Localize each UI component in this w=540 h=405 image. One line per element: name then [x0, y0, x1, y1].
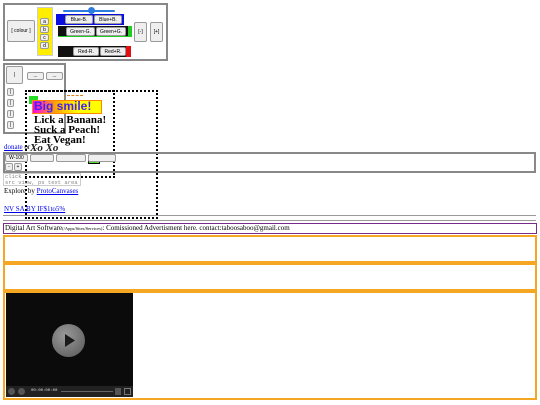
- protocanvases-link[interactable]: ProtoCanvases: [36, 187, 79, 195]
- nav-button-top[interactable]: |: [6, 66, 23, 84]
- video-time: 00:00:00:00: [31, 389, 58, 393]
- colour-button[interactable]: [ colour ]: [7, 20, 35, 42]
- separator-line-2: [3, 220, 536, 221]
- explore-line: Explore by ProtoCanvases: [4, 187, 78, 195]
- stop-icon[interactable]: [18, 388, 25, 395]
- textarea-line-1: click ...: [5, 173, 35, 180]
- volume-icon[interactable]: [115, 388, 121, 395]
- explore-prefix: Explore: [4, 187, 28, 195]
- ad-title: Digital Art Software: [5, 224, 63, 232]
- canvas-text-xoxo: Xo Xo: [30, 142, 59, 154]
- donate-link[interactable]: donate: [4, 143, 23, 151]
- canvas-text-banana: Lick a Banana!: [34, 114, 107, 126]
- toolbar-panel: [3, 152, 536, 173]
- canvas-frame-inner[interactable]: [25, 90, 115, 178]
- key-a[interactable]: a: [40, 18, 49, 25]
- video-player[interactable]: 00:00:00:00: [6, 293, 133, 397]
- canvas-text-vegan: Eat Vegan!: [34, 134, 86, 146]
- content-box-3: [3, 291, 537, 400]
- nav-button-2[interactable]: |: [7, 99, 14, 107]
- rewind-icon[interactable]: [8, 388, 15, 395]
- video-progress-track[interactable]: [61, 391, 113, 392]
- toolbar-button-1[interactable]: [30, 154, 54, 162]
- canvas-dashed-line: [67, 95, 83, 96]
- red-plus-button[interactable]: Red+R.: [100, 47, 126, 56]
- ad-contact-text: : Comissioned Advertisment here. contact…: [102, 224, 290, 232]
- toolbar-button-3[interactable]: [88, 154, 116, 162]
- color-slider-thumb[interactable]: [88, 7, 96, 14]
- canvas-text-big-smile: Big smile!: [34, 99, 92, 113]
- nav-button-4[interactable]: |: [7, 121, 14, 129]
- plus-button[interactable]: +: [14, 163, 22, 171]
- ad-small-text: (/Apps/Sites/Services): [62, 226, 103, 231]
- green-plus-button[interactable]: Green+G.: [96, 27, 126, 36]
- toolbar-button-2[interactable]: [56, 154, 86, 162]
- play-button[interactable]: [52, 324, 85, 357]
- license-link[interactable]: NV SA BY IF$1to5%: [4, 205, 66, 213]
- nav-button-3[interactable]: |: [7, 110, 14, 118]
- green-row: [58, 26, 132, 37]
- video-controls: 00:00:00:00: [6, 386, 133, 397]
- donate-line: donate or ...: [4, 143, 37, 151]
- red-minus-button[interactable]: Red-R.: [73, 47, 99, 56]
- blue-minus-button[interactable]: Blue-B.: [65, 15, 93, 24]
- play-icon: [65, 334, 75, 347]
- fullscreen-icon[interactable]: [124, 388, 131, 395]
- content-box-1: [3, 235, 537, 263]
- canvas-text-peach: Suck a Peach!: [34, 124, 100, 136]
- blue-plus-button[interactable]: Blue+B.: [94, 15, 122, 24]
- content-box-2: [3, 263, 537, 291]
- separator-line-1: [3, 215, 536, 216]
- minus-button[interactable]: -: [5, 163, 13, 171]
- nav-button-dots-1[interactable]: ...: [27, 72, 44, 80]
- advertisement-bar: Digital Art Software(/Apps/Sites/Service…: [3, 223, 537, 234]
- rainbow-banner: [32, 100, 102, 114]
- donate-suffix: or ...: [22, 143, 38, 151]
- key-b[interactable]: b: [40, 26, 49, 33]
- extra-button-2[interactable]: [+]: [150, 22, 163, 42]
- explore-by: by: [27, 187, 37, 195]
- palette-panel: [3, 3, 168, 61]
- textarea-line-2: src view, ps text area: [5, 179, 78, 186]
- key-c[interactable]: c: [40, 34, 49, 41]
- key-d[interactable]: d: [40, 42, 49, 49]
- width-100-button[interactable]: W-100: [5, 154, 28, 162]
- nav-button-dots-2[interactable]: ...: [46, 72, 63, 80]
- green-minus-button[interactable]: Green-G.: [66, 27, 95, 36]
- nav-pad-panel: [3, 63, 66, 134]
- extra-button-1[interactable]: [-]: [134, 22, 147, 42]
- nav-button-1[interactable]: |: [7, 88, 14, 96]
- source-textarea[interactable]: click ... src view, ps text area: [3, 173, 81, 186]
